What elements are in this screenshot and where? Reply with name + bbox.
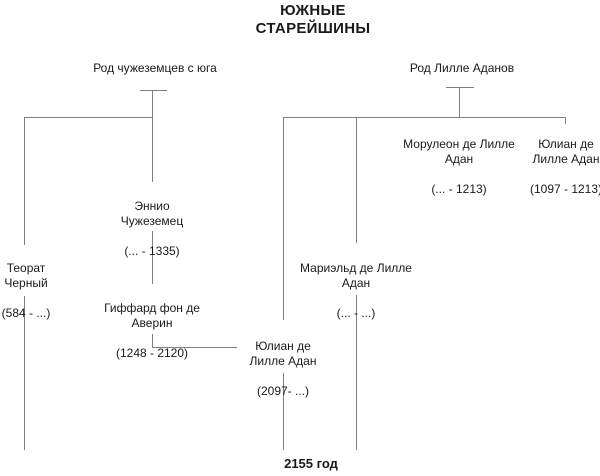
- person-julian-1097: Юлиан де Лилле Адан (1097 - 1213): [526, 122, 600, 212]
- person-name: Мариэльд де Лилле Адан: [300, 261, 412, 290]
- person-name: Гиффард фон де Аверин: [104, 301, 200, 330]
- person-ennio: Эннио Чужеземец (... - 1335): [102, 184, 202, 274]
- connector-tbar-house-lille-adan: [446, 87, 474, 88]
- connector-stem-house-foreigners: [152, 90, 153, 182]
- person-name: Эннио Чужеземец: [120, 199, 184, 228]
- person-julian-2097: Юлиан де Лилле Адан (2097- ...): [233, 324, 333, 414]
- person-years: (... - 1213): [431, 182, 487, 196]
- connector-giffard-elbow-horizontal: [152, 347, 237, 348]
- connector-theorat-lower: [24, 296, 25, 450]
- person-giffard: Гиффард фон де Аверин (1248 - 2120): [92, 286, 212, 376]
- person-marield: Мариэльд де Лилле Адан (... - ...): [296, 246, 416, 336]
- connector-ennio-giffard: [152, 231, 153, 284]
- person-name: Юлиан де Лилле Адан: [532, 137, 600, 166]
- connector-giffard-elbow-vertical: [152, 334, 153, 348]
- connector-stem-house-lille-adan: [459, 87, 460, 118]
- person-name: Морулеон де Лилле Адан: [403, 137, 515, 166]
- person-moruleon: Морулеон де Лилле Адан (... - 1213): [399, 122, 519, 212]
- connector-tbar-house-foreigners: [140, 90, 167, 91]
- connector-theorat-upper: [24, 117, 25, 245]
- person-years: (584 - ...): [1, 306, 51, 320]
- connector-marield-lower: [356, 295, 357, 450]
- connector-branch-left-horizontal: [24, 117, 153, 118]
- page-title: ЮЖНЫЕ СТАРЕЙШИНЫ: [255, 2, 371, 37]
- connector-julian2097-upper: [283, 117, 284, 320]
- house-label-foreigners: Род чужеземцев с юга: [93, 61, 217, 75]
- person-name: Юлиан де Лилле Адан: [249, 339, 317, 368]
- person-years: (1248 - 2120): [115, 346, 189, 360]
- person-years: (1097 - 1213): [529, 182, 600, 196]
- person-years: (... - 1335): [124, 244, 180, 258]
- person-years: (2097- ...): [256, 384, 310, 398]
- house-label-lille-adan: Род Лилле Аданов: [409, 61, 515, 75]
- person-years: (... - ...): [336, 306, 376, 320]
- person-name: Теорат Черный: [4, 261, 48, 290]
- person-theorat: Теорат Черный (584 - ...): [0, 246, 52, 336]
- year-label: 2155 год: [284, 456, 338, 471]
- connector-branch-right-horizontal: [283, 117, 566, 118]
- connector-julian1097-tick: [565, 117, 566, 124]
- connector-julian2097-lower: [283, 373, 284, 450]
- connector-marield-upper: [356, 117, 357, 243]
